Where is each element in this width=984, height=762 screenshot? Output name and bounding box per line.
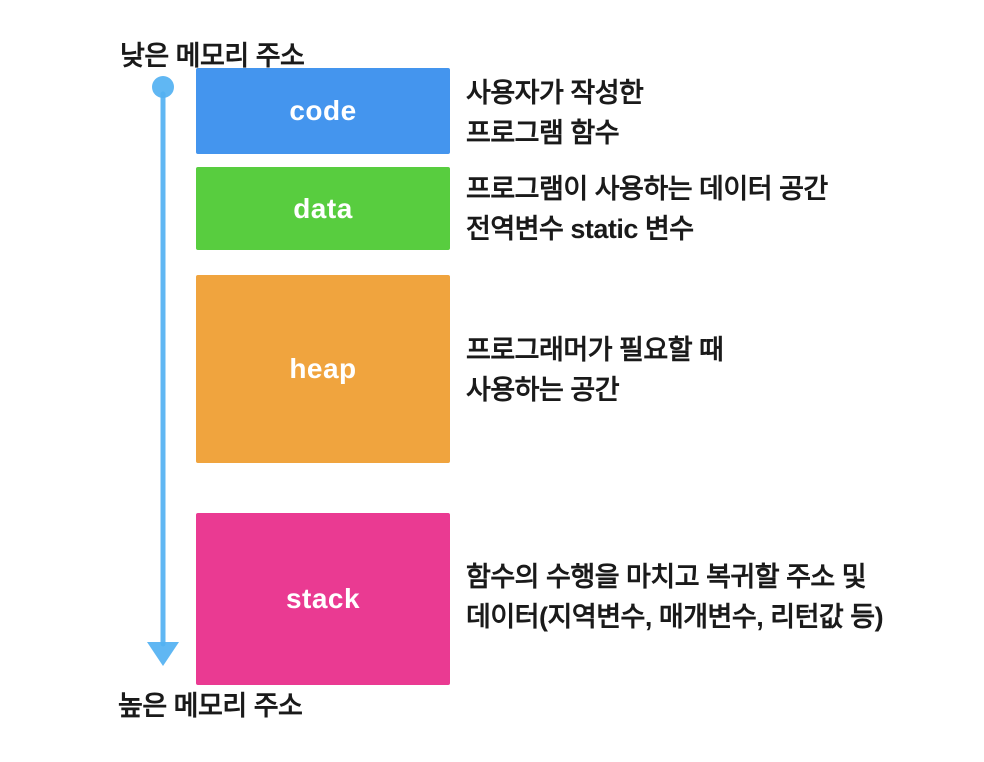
desc-line: 함수의 수행을 마치고 복귀할 주소 및 (466, 562, 867, 592)
desc-line: 데이터(지역변수, 매개변수, 리턴값 등) (466, 602, 884, 632)
segment-box-stack: stack (196, 513, 450, 685)
memory-direction-arrow-icon (147, 76, 179, 666)
desc-line: 사용하는 공간 (466, 375, 620, 405)
segment-box-heap: heap (196, 275, 450, 463)
segment-box-code: code (196, 68, 450, 154)
high-memory-address-label: 높은 메모리 주소 (118, 691, 303, 721)
desc-line: 사용자가 작성한 (466, 78, 644, 108)
segment-label-code: code (289, 95, 357, 126)
segment-label-heap: heap (289, 353, 357, 384)
segment-box-data: data (196, 167, 450, 250)
desc-line: 프로그램 함수 (466, 118, 620, 148)
low-memory-address-label: 낮은 메모리 주소 (120, 41, 305, 71)
segment-desc-code: 사용자가 작성한 프로그램 함수 (466, 73, 644, 153)
segment-label-data: data (293, 192, 353, 224)
segment-label-stack: stack (285, 583, 361, 614)
segment-desc-stack: 함수의 수행을 마치고 복귀할 주소 및 데이터(지역변수, 매개변수, 리턴값… (466, 557, 884, 637)
desc-line: 프로그래머가 필요할 때 (466, 335, 724, 365)
segment-desc-heap: 프로그래머가 필요할 때 사용하는 공간 (466, 330, 724, 410)
desc-line: 프로그램이 사용하는 데이터 공간 (466, 174, 828, 204)
desc-line: 전역변수 static 변수 (466, 214, 694, 244)
segment-desc-data: 프로그램이 사용하는 데이터 공간 전역변수 static 변수 (466, 169, 828, 249)
